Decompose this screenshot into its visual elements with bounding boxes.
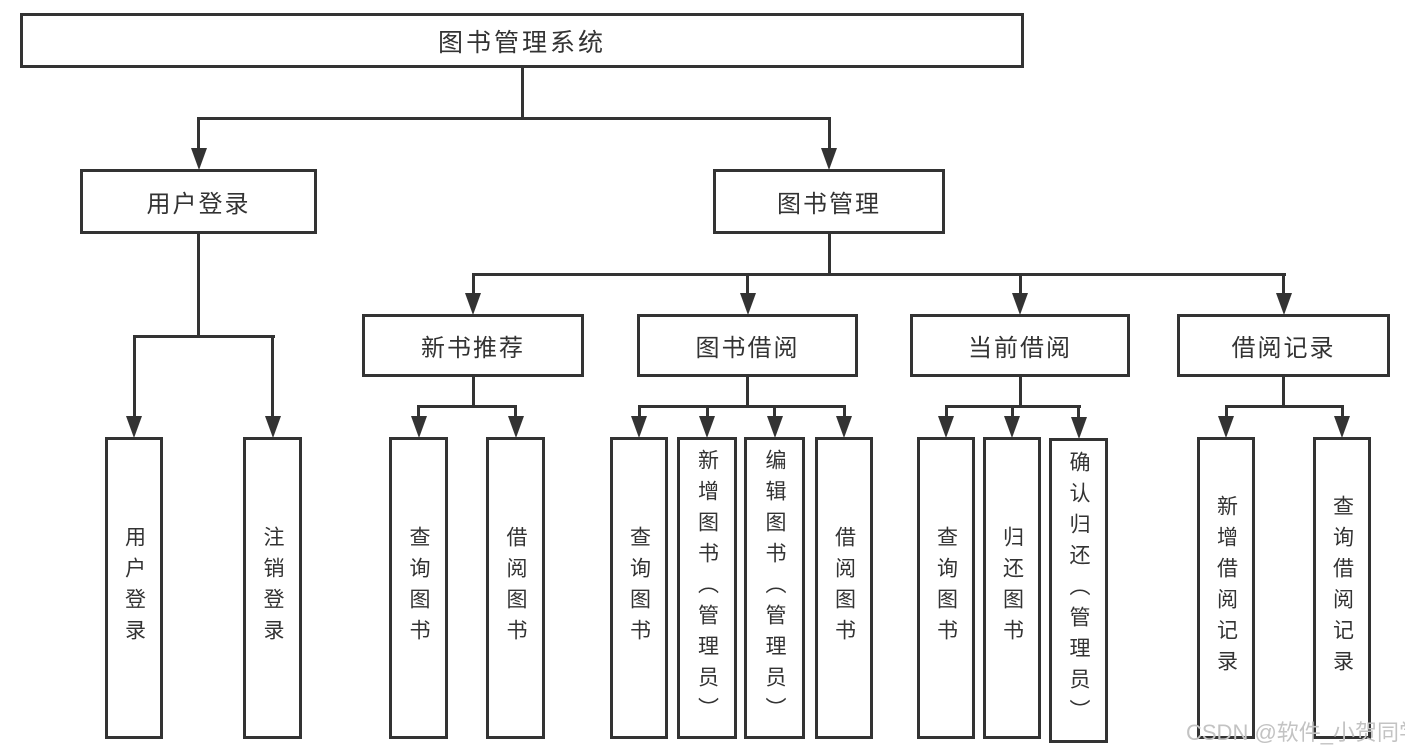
arrow-down-icon-nb-query [411, 416, 427, 438]
node-label-br-add: 新增借阅记录 [1214, 495, 1238, 681]
arrow-down-icon-book-mgmt [821, 148, 837, 170]
node-label-cb-query: 查询图书 [934, 526, 958, 650]
connector-drop-cb-confirm [1077, 406, 1080, 420]
connector-drop-bb-add [706, 406, 709, 419]
node-label-login-v: 用户登录 [122, 526, 146, 650]
node-current-borrow: 当前借阅 [910, 314, 1130, 377]
node-label-cb-confirm: 确认归还（管理员） [1067, 451, 1090, 730]
arrow-down-icon-bb-add [699, 416, 715, 438]
connector-drop-login-v [133, 336, 136, 419]
node-label-cb-return: 归还图书 [1000, 526, 1024, 650]
node-nb-borrow: 借阅图书 [486, 437, 545, 739]
node-label-book-borrow: 图书借阅 [695, 335, 800, 362]
arrow-down-icon-br-query [1334, 416, 1350, 438]
connector-stem-user-login [197, 234, 200, 336]
arrow-down-icon-bb-borrow [836, 416, 852, 438]
node-label-book-mgmt: 图书管理 [777, 191, 881, 218]
node-label-nb-query: 查询图书 [407, 526, 430, 650]
connector-drop-book-mgmt [828, 118, 831, 151]
arrow-down-icon-br-add [1218, 416, 1234, 438]
connector-branch-new-books [417, 405, 517, 408]
arrow-down-icon-cb-return [1004, 416, 1020, 438]
node-root: 图书管理系统 [20, 13, 1024, 68]
arrow-down-icon-book-borrow [740, 293, 756, 315]
connector-drop-logout-v [271, 336, 274, 419]
watermark: CSDN @软件_小贺同学 [1186, 720, 1405, 745]
arrow-down-icon-borrow-records [1276, 293, 1292, 315]
node-label-root: 图书管理系统 [437, 28, 606, 57]
node-bb-query: 查询图书 [610, 437, 668, 739]
node-logout-v: 注销登录 [243, 437, 302, 739]
node-label-br-query: 查询借阅记录 [1330, 495, 1354, 681]
node-label-logout-v: 注销登录 [261, 526, 284, 650]
node-user-login: 用户登录 [80, 169, 317, 234]
node-label-user-login: 用户登录 [146, 191, 251, 218]
connector-drop-bb-borrow [843, 406, 846, 419]
node-br-query: 查询借阅记录 [1313, 437, 1371, 739]
connector-branch-root [197, 117, 831, 120]
connector-drop-borrow-records [1282, 274, 1285, 296]
node-nb-query: 查询图书 [389, 437, 448, 739]
arrow-down-icon-cb-query [938, 416, 954, 438]
connector-stem-book-borrow [746, 377, 749, 406]
arrow-down-icon-new-books [465, 293, 481, 315]
node-book-mgmt: 图书管理 [713, 169, 945, 234]
arrow-down-icon-bb-query [631, 416, 647, 438]
arrow-down-icon-logout-v [265, 416, 281, 438]
node-label-bb-borrow: 借阅图书 [832, 526, 856, 650]
node-bb-edit: 编辑图书（管理员） [744, 437, 805, 739]
node-new-books: 新书推荐 [362, 314, 584, 377]
connector-branch-borrow-records [1225, 405, 1344, 408]
node-label-new-books: 新书推荐 [421, 335, 525, 362]
arrow-down-icon-nb-borrow [508, 416, 524, 438]
connector-drop-new-books [472, 274, 475, 296]
connector-branch-user-login [133, 335, 275, 338]
connector-drop-nb-borrow [514, 406, 517, 419]
connector-branch-book-mgmt [472, 273, 1286, 276]
node-label-bb-add: 新增图书（管理员） [695, 448, 719, 728]
node-br-add: 新增借阅记录 [1197, 437, 1255, 739]
connector-stem-borrow-records [1282, 377, 1285, 406]
node-cb-query: 查询图书 [917, 437, 975, 739]
arrow-down-icon-current-borrow [1012, 293, 1028, 315]
node-login-v: 用户登录 [105, 437, 163, 739]
node-label-bb-edit: 编辑图书（管理员） [763, 448, 786, 728]
connector-drop-br-add [1225, 406, 1228, 419]
connector-drop-user-login [197, 118, 200, 151]
arrow-down-icon-bb-edit [767, 416, 783, 438]
connector-stem-root [521, 68, 524, 118]
connector-drop-nb-query [417, 406, 420, 419]
node-label-bb-query: 查询图书 [627, 526, 651, 650]
arrow-down-icon-login-v [126, 416, 142, 438]
connector-drop-br-query [1341, 406, 1344, 419]
connector-stem-book-mgmt [828, 234, 831, 274]
node-bb-borrow: 借阅图书 [815, 437, 873, 739]
connector-stem-new-books [472, 377, 475, 406]
connector-branch-book-borrow [638, 405, 846, 408]
node-label-borrow-records: 借阅记录 [1231, 335, 1336, 362]
connector-drop-cb-return [1011, 406, 1014, 419]
node-borrow-records: 借阅记录 [1177, 314, 1390, 377]
connector-drop-book-borrow [746, 274, 749, 296]
connector-drop-current-borrow [1019, 274, 1022, 296]
arrow-down-icon-user-login [191, 148, 207, 170]
node-label-nb-borrow: 借阅图书 [504, 526, 527, 650]
node-cb-return: 归还图书 [983, 437, 1041, 739]
connector-drop-bb-edit [773, 406, 776, 419]
node-label-current-borrow: 当前借阅 [968, 335, 1072, 362]
node-bb-add: 新增图书（管理员） [677, 437, 737, 739]
node-book-borrow: 图书借阅 [637, 314, 858, 377]
connector-drop-cb-query [945, 406, 948, 419]
arrow-down-icon-cb-confirm [1071, 417, 1087, 439]
connector-drop-bb-query [638, 406, 641, 419]
connector-stem-current-borrow [1019, 377, 1022, 406]
node-cb-confirm: 确认归还（管理员） [1049, 438, 1108, 743]
